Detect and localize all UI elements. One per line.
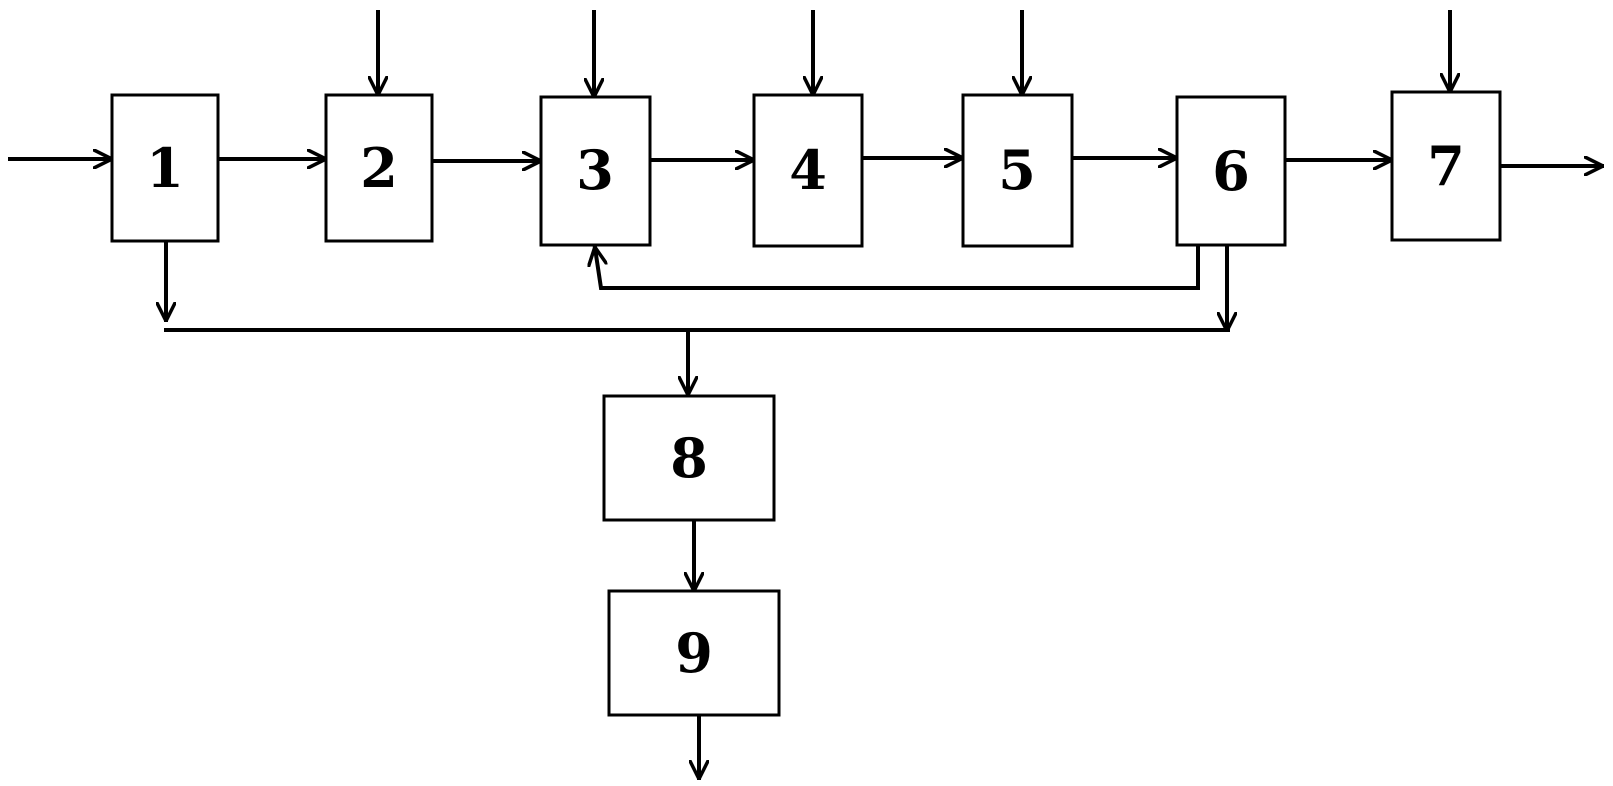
process-box-2-label: 2 <box>360 136 398 200</box>
process-box-8: 8 <box>602 394 776 522</box>
process-box-8-label: 8 <box>670 426 708 490</box>
process-box-4: 4 <box>752 93 864 248</box>
process-box-5-label: 5 <box>998 138 1036 202</box>
process-box-6: 6 <box>1175 95 1287 247</box>
process-box-7-label: 7 <box>1427 134 1465 198</box>
process-box-4-label: 4 <box>789 138 827 202</box>
process-box-6-label: 6 <box>1212 139 1250 203</box>
process-box-9-label: 9 <box>675 621 713 685</box>
process-box-3-label: 3 <box>576 138 614 202</box>
process-box-7: 7 <box>1390 90 1502 242</box>
edge-recycle-6-to-3 <box>595 244 1200 290</box>
process-box-9: 9 <box>607 589 781 717</box>
process-box-5: 5 <box>961 93 1074 248</box>
process-box-1-label: 1 <box>146 136 184 200</box>
process-box-2: 2 <box>324 93 434 243</box>
process-box-1: 1 <box>110 93 220 243</box>
process-box-3: 3 <box>539 95 652 247</box>
